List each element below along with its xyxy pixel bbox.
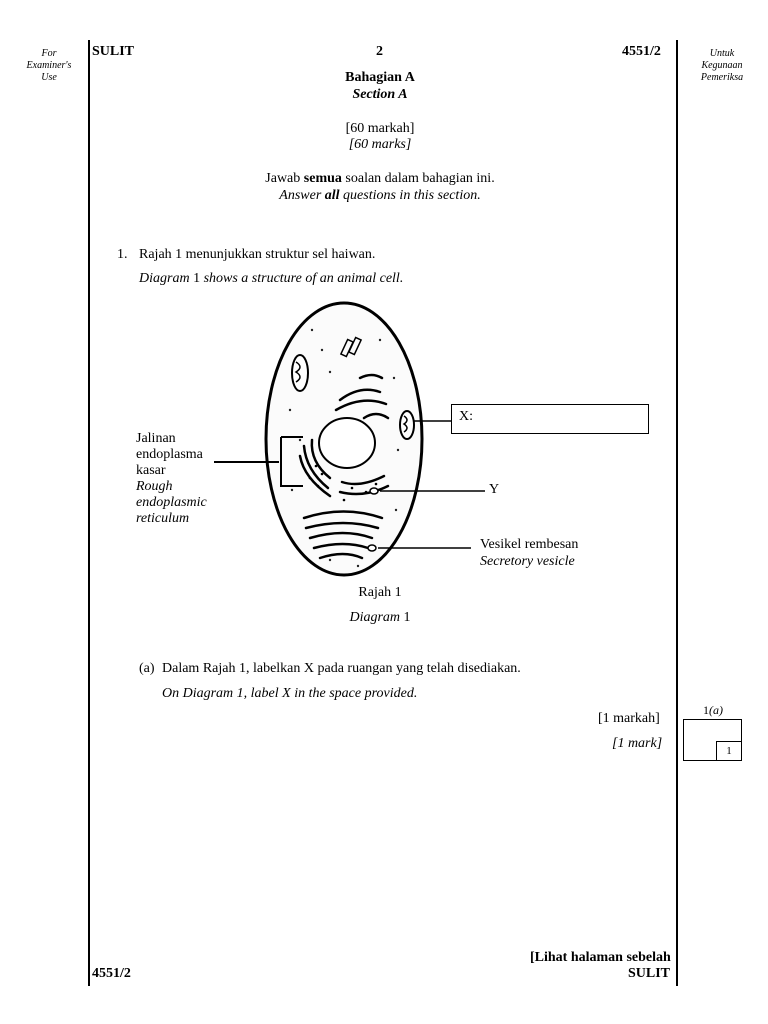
max-mark-cell: 1 <box>716 741 742 761</box>
part-a-label: (a) <box>139 661 155 677</box>
examiner-mark-box[interactable]: 1 <box>683 719 742 761</box>
diagram-caption-ms: Rajah 1 <box>90 585 670 601</box>
diagram-caption-en: Diagram 1 <box>90 610 670 626</box>
mitochondrion <box>400 411 414 439</box>
x-answer-box[interactable]: X: <box>451 404 649 434</box>
part-a-text-en: On Diagram 1, label X in the space provi… <box>162 686 417 702</box>
mark-box-label: 1(a) <box>703 703 723 718</box>
x-label: X: <box>459 409 473 425</box>
y-label: Y <box>489 482 499 498</box>
part-a-marks-ms: [1 markah] <box>598 711 660 727</box>
vesicle <box>370 488 378 494</box>
footer-code: 4551/2 <box>92 966 131 982</box>
secretory-vesicle <box>368 545 376 551</box>
nucleus <box>319 418 375 468</box>
footer-next-page: [Lihat halaman sebelah <box>530 950 671 966</box>
mitochondrion <box>292 355 308 391</box>
part-a-marks-en: [1 mark] <box>612 736 662 752</box>
secretory-vesicle-label-en: Secretory vesicle <box>480 554 575 570</box>
rer-label: Jalinan endoplasma kasar Rough endoplasm… <box>136 431 207 527</box>
secretory-vesicle-label-ms: Vesikel rembesan <box>480 537 578 553</box>
footer-sulit: SULIT <box>628 966 670 982</box>
part-a-text-ms: Dalam Rajah 1, labelkan X pada ruangan y… <box>162 661 521 677</box>
